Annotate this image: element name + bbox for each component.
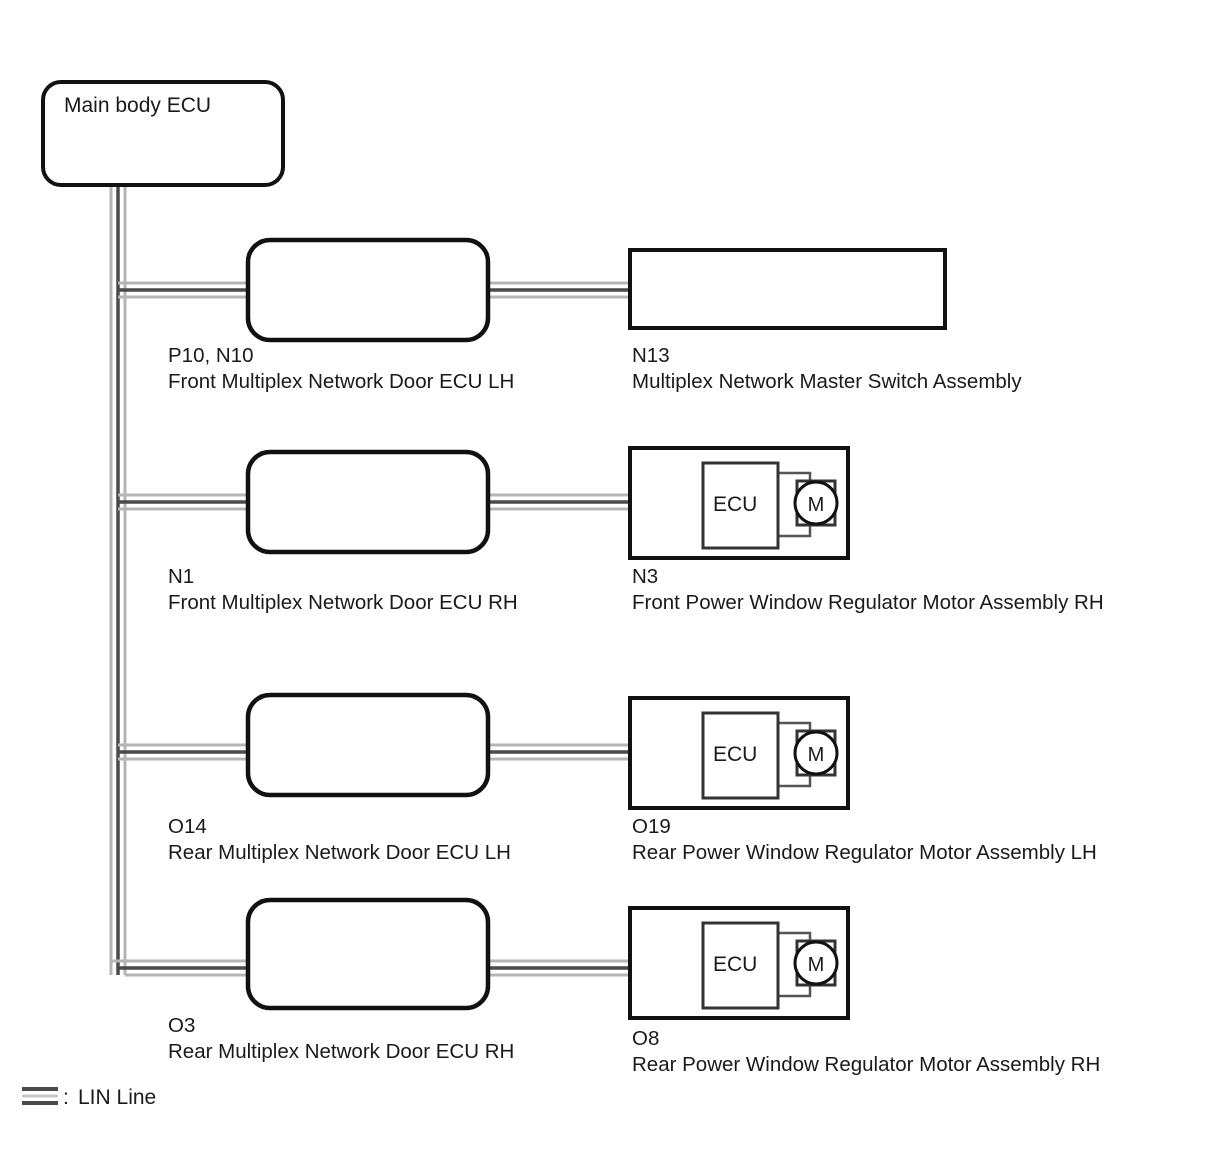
caption-row-4-left: O3 Rear Multiplex Network Door ECU RH: [168, 1014, 514, 1063]
node-front-power-window-regulator-motor-assembly-rh[interactable]: M ECU: [628, 446, 850, 560]
row-3-inner-ecu-box: [701, 711, 780, 800]
lin-vertical-trunk: [109, 185, 127, 975]
lin-bus-network: [109, 185, 634, 977]
row-1-left-box[interactable]: [245, 237, 491, 343]
row-3-left-code: O14: [168, 815, 207, 838]
caption-row-3-left: O14 Rear Multiplex Network Door ECU LH: [168, 815, 511, 864]
legend: : LIN Line: [22, 1086, 156, 1109]
row-1-right-name: Multiplex Network Master Switch Assembly: [632, 370, 1022, 393]
row-4-motor-label: M: [808, 954, 825, 976]
row-1-right-code: N13: [632, 344, 670, 367]
row-4-inner-ecu-label: ECU: [713, 953, 757, 976]
lin-link-row-3: [486, 743, 634, 761]
node-rear-multiplex-network-door-ecu-rh[interactable]: [245, 897, 491, 1011]
lin-link-row-4: [486, 959, 634, 977]
caption-row-4-right: O8 Rear Power Window Regulator Motor Ass…: [632, 1027, 1100, 1076]
row-4-left-box[interactable]: [245, 897, 491, 1011]
row-2-motor-circle-icon: [793, 480, 839, 526]
legend-label: LIN Line: [78, 1086, 156, 1109]
row-3-inner-ecu-label: ECU: [713, 743, 757, 766]
row-2-inner-ecu-box: [701, 461, 780, 550]
row-2-right-code: N3: [632, 565, 658, 588]
caption-row-1-right: N13 Multiplex Network Master Switch Asse…: [632, 344, 1022, 393]
row-2-left-box[interactable]: [245, 449, 491, 555]
node-main-body-ecu[interactable]: Main body ECU: [41, 80, 285, 187]
row-2-left-name: Front Multiplex Network Door ECU RH: [168, 591, 518, 614]
row-3-motor-circle-icon: [793, 730, 839, 776]
row-4-right-name: Rear Power Window Regulator Motor Assemb…: [632, 1053, 1100, 1076]
caption-row-3-right: O19 Rear Power Window Regulator Motor As…: [632, 815, 1097, 864]
legend-separator: :: [63, 1086, 69, 1109]
row-2-left-code: N1: [168, 565, 194, 588]
row-2-motor-label: M: [808, 494, 825, 516]
lin-link-row-1: [486, 281, 634, 299]
row-1-right-box[interactable]: [628, 248, 947, 330]
row-3-left-box[interactable]: [245, 692, 491, 798]
lin-branch-row-4: [111, 959, 252, 977]
row-4-left-code: O3: [168, 1014, 195, 1037]
row-2-inner-ecu-label: ECU: [713, 493, 757, 516]
caption-row-1-left: P10, N10 Front Multiplex Network Door EC…: [168, 344, 514, 393]
node-front-multiplex-network-door-ecu-lh[interactable]: [245, 237, 491, 343]
row-3-left-name: Rear Multiplex Network Door ECU LH: [168, 841, 511, 864]
main-body-ecu-box[interactable]: [41, 80, 285, 187]
lin-link-row-2: [486, 493, 634, 511]
node-rear-power-window-regulator-motor-assembly-lh[interactable]: M ECU: [628, 696, 850, 810]
row-1-left-name: Front Multiplex Network Door ECU LH: [168, 370, 514, 393]
row-3-right-code: O19: [632, 815, 671, 838]
row-4-right-code: O8: [632, 1027, 659, 1050]
row-4-left-name: Rear Multiplex Network Door ECU RH: [168, 1040, 514, 1063]
row-3-motor-label: M: [808, 744, 825, 766]
node-rear-multiplex-network-door-ecu-lh[interactable]: [245, 692, 491, 798]
row-1-left-code: P10, N10: [168, 344, 253, 367]
row-2-right-name: Front Power Window Regulator Motor Assem…: [632, 591, 1104, 614]
main-body-ecu-label: Main body ECU: [64, 94, 211, 117]
row-3-right-name: Rear Power Window Regulator Motor Assemb…: [632, 841, 1097, 864]
lin-line-symbol-icon: [22, 1087, 58, 1105]
node-rear-power-window-regulator-motor-assembly-rh[interactable]: M ECU: [628, 906, 850, 1020]
lin-branch-row-1: [118, 281, 252, 299]
row-4-inner-ecu-box: [701, 921, 780, 1010]
caption-row-2-left: N1 Front Multiplex Network Door ECU RH: [168, 565, 518, 614]
lin-branch-row-2: [118, 493, 252, 511]
lin-branch-row-3: [118, 743, 252, 761]
node-multiplex-network-master-switch-assembly[interactable]: [628, 248, 947, 330]
caption-row-2-right: N3 Front Power Window Regulator Motor As…: [632, 565, 1104, 614]
node-front-multiplex-network-door-ecu-rh[interactable]: [245, 449, 491, 555]
row-4-motor-circle-icon: [793, 940, 839, 986]
